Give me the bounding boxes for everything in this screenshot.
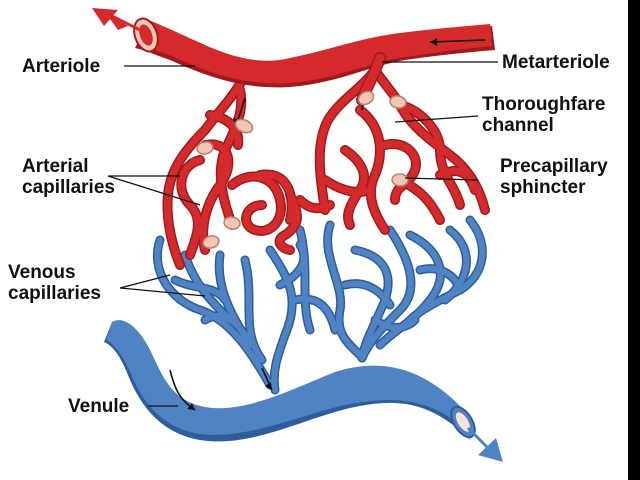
venule-exit-arrow — [466, 426, 503, 462]
label-thoroughfare-line2: channel — [482, 115, 554, 136]
label-arteriole-text: Arteriole — [22, 56, 101, 77]
label-thoroughfare-channel: Thoroughfare channel — [482, 94, 606, 136]
label-arteriole: Arteriole — [22, 56, 100, 77]
arteriole-exit-arrow — [92, 8, 141, 32]
precapillary-sphincters — [196, 90, 409, 249]
label-arterial-line1: Arterial — [22, 156, 89, 177]
label-arterial-capillaries: Arterial capillaries — [22, 156, 115, 198]
arteriole-vessel — [133, 17, 495, 88]
label-precapillary-line2: sphincter — [500, 177, 586, 198]
label-precapillary-sphincter: Precapillary sphincter — [500, 156, 608, 198]
label-metarteriole: Metarteriole — [502, 52, 610, 73]
label-leader-lines — [107, 61, 498, 407]
label-venule: Venule — [68, 396, 129, 417]
label-thoroughfare-line1: Thoroughfare — [482, 94, 606, 115]
label-precapillary-line1: Precapillary — [500, 156, 608, 177]
label-venous-line2: capillaries — [8, 283, 101, 304]
venule-vessel — [104, 320, 476, 442]
label-venule-text: Venule — [68, 396, 130, 417]
arterial-capillaries-network — [162, 65, 490, 270]
label-metarteriole-text: Metarteriole — [502, 52, 610, 73]
label-venous-capillaries: Venous capillaries — [8, 262, 101, 304]
label-venous-line1: Venous — [8, 262, 76, 283]
label-arterial-line2: capillaries — [22, 177, 115, 198]
venous-capillaries-network — [152, 215, 487, 395]
